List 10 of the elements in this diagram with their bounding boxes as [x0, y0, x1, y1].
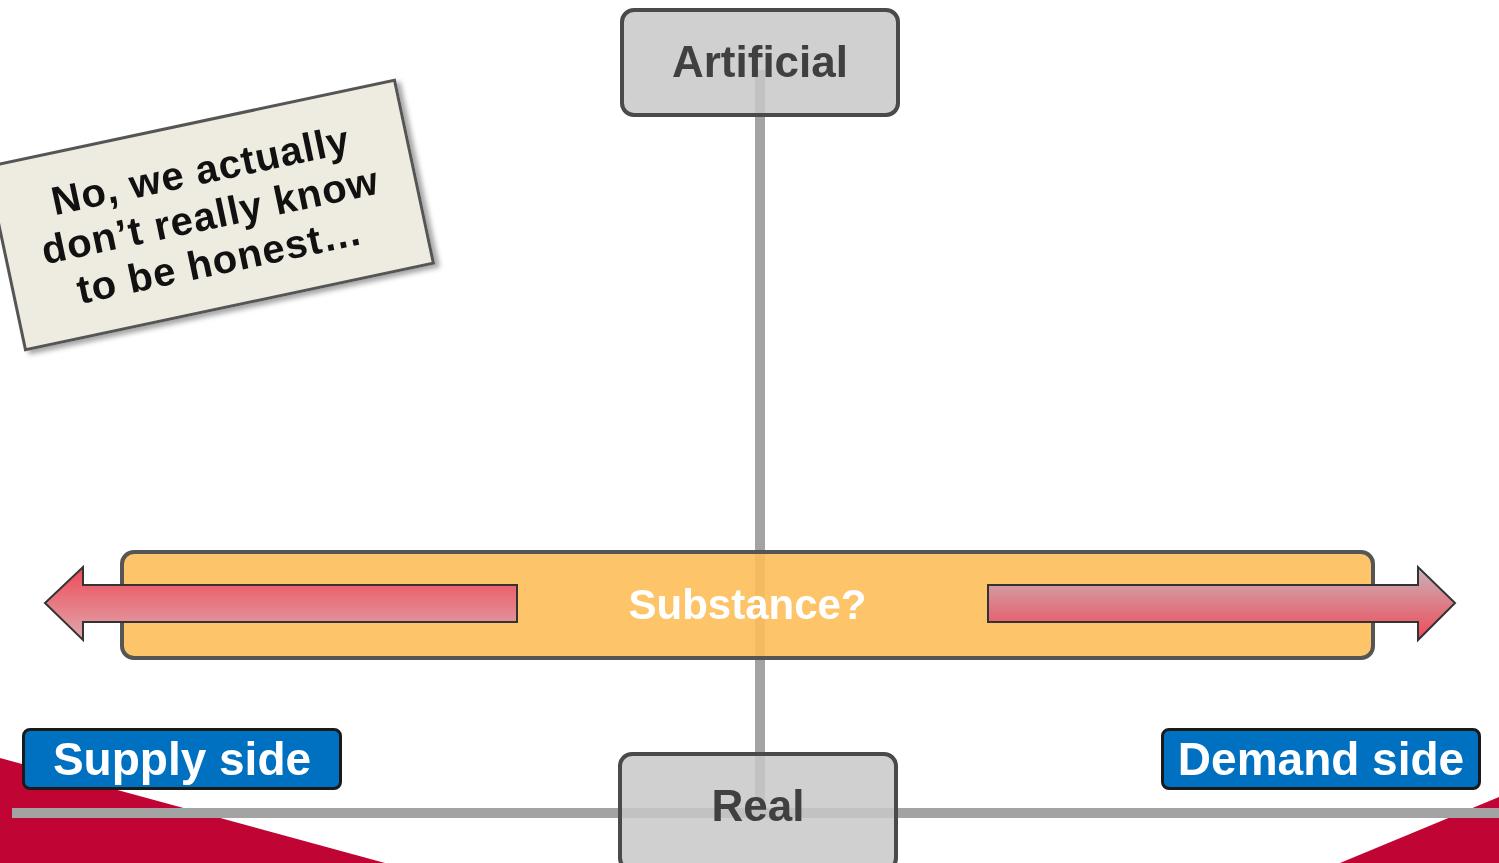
node-label: Real	[711, 782, 805, 831]
side-label	[1161, 728, 1481, 790]
node-label: Substance?	[628, 581, 867, 629]
node-label: Demand side	[1177, 733, 1465, 785]
node-label: Supply side	[52, 733, 312, 785]
node-label: Artificial	[671, 38, 848, 87]
side-label	[22, 728, 342, 790]
node-label: No, we actually don’t really know to be honest…	[36, 115, 384, 314]
axis-label-box	[618, 752, 898, 863]
axis-label-box	[620, 8, 900, 117]
